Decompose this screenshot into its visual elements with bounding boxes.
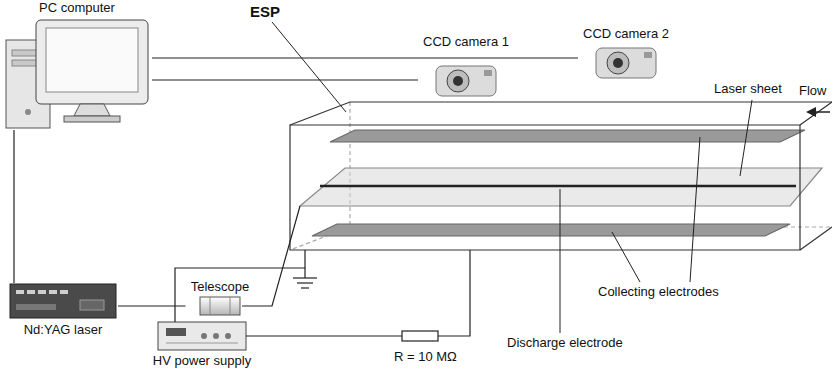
power-supply-icon (158, 322, 246, 350)
ground-symbol (301, 287, 309, 288)
node-label: Nd:YAG laser (22, 322, 105, 337)
flow-label: Flow (797, 84, 828, 99)
camera-icon (607, 52, 629, 74)
laser-icon (38, 290, 46, 294)
wire (175, 250, 305, 322)
laser-icon (16, 304, 56, 310)
computer-icon (25, 109, 31, 115)
cable-line (152, 57, 578, 58)
camera-icon (596, 48, 656, 78)
part-label: Discharge electrode (505, 336, 625, 351)
leader-line (740, 100, 752, 176)
telescope-icon (210, 297, 211, 315)
resistor-symbol (402, 331, 438, 341)
leader-line (690, 137, 700, 282)
channel (290, 102, 832, 250)
flow-arrow (816, 111, 830, 113)
power-supply-icon (166, 328, 186, 336)
laser: Nd:YAG laser (8, 283, 118, 337)
computer-icon (46, 28, 138, 92)
computer-icon (36, 20, 148, 104)
assembly-label: ESP (248, 3, 282, 20)
camera-icon (484, 70, 492, 76)
channel (290, 102, 832, 250)
wire (438, 250, 470, 336)
telescope-icon (200, 297, 240, 315)
power-supply-icon (158, 322, 246, 350)
wire (246, 335, 402, 336)
power-supply: HV power supply (148, 320, 257, 368)
camera-icon (436, 66, 496, 96)
telescope-icon (200, 297, 240, 315)
computer: PC computer (2, 0, 152, 130)
part-label: Collecting electrodes (596, 285, 721, 300)
ccd-camera: CCD camera 1 (418, 34, 514, 100)
camera-icon (644, 52, 652, 58)
cable-line (152, 79, 418, 80)
cable-line (118, 305, 186, 306)
node-label: HV power supply (151, 353, 253, 368)
laser-icon (10, 284, 116, 318)
resistor-value: R = 10 MΩ (392, 350, 459, 365)
node-label: CCD camera 2 (581, 26, 671, 41)
ground-symbol (293, 277, 317, 278)
computer-icon (74, 104, 110, 116)
power-supply-icon (201, 333, 207, 339)
telescope: Telescope (186, 279, 255, 319)
power-supply-icon (166, 343, 238, 344)
leader-line (272, 22, 752, 333)
camera-icon (436, 66, 496, 96)
laser-sheet (300, 168, 822, 206)
wire (175, 250, 470, 341)
telescope-icon (230, 297, 231, 315)
power-supply-icon (225, 333, 231, 339)
channel (290, 125, 800, 250)
power-supply-icon (213, 333, 219, 339)
channel (800, 102, 832, 250)
cable-line (13, 130, 14, 283)
laser-icon (60, 290, 68, 294)
laser-icon (10, 284, 116, 318)
computer-icon (64, 116, 120, 122)
node-label: PC computer (37, 0, 117, 15)
laser-icon (80, 300, 104, 310)
camera-icon (447, 70, 469, 92)
leader-line (272, 22, 346, 112)
flow-arrow (806, 107, 816, 117)
node-label: CCD camera 1 (421, 34, 511, 49)
computer-icon (6, 20, 148, 128)
camera-icon (453, 76, 463, 86)
wire (304, 268, 305, 278)
ground-symbol (297, 282, 313, 283)
camera-icon (613, 58, 623, 68)
camera-icon (596, 48, 656, 78)
ccd-camera: CCD camera 2 (578, 26, 674, 82)
laser-icon (49, 290, 57, 294)
part-label: Laser sheet (712, 82, 784, 97)
laser-icon (27, 290, 35, 294)
leader-line (612, 232, 640, 282)
collecting-electrode (312, 224, 790, 236)
leader-line (560, 189, 561, 333)
laser-icon (16, 290, 24, 294)
discharge-electrode (320, 185, 796, 188)
collecting-electrode (330, 130, 805, 142)
flow-arrow (806, 107, 830, 117)
node-label: Telescope (189, 279, 252, 294)
